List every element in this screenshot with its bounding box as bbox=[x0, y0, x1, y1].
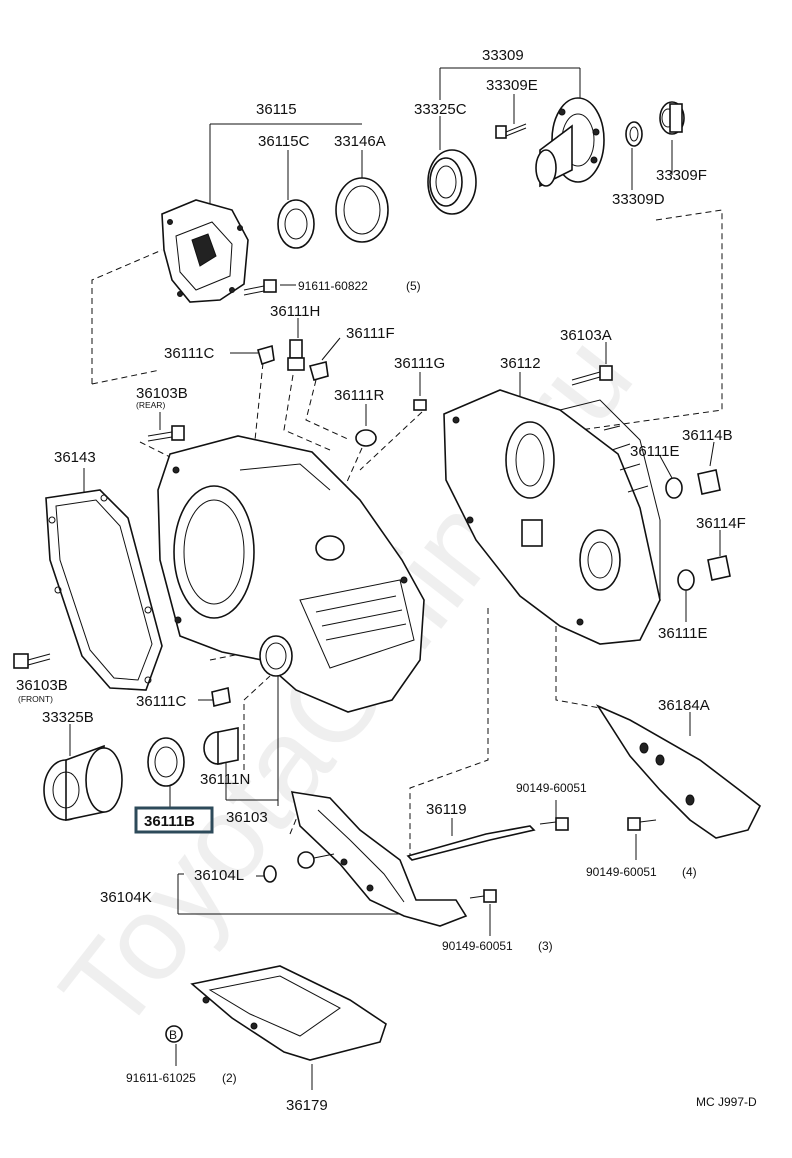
label-36111E-top[interactable]: 36111E bbox=[630, 443, 680, 460]
label-36111B[interactable]: 36111B bbox=[144, 813, 195, 830]
label-91611-61025-qty: (2) bbox=[222, 1071, 237, 1085]
label-90149-60051-c-qty: (3) bbox=[538, 939, 553, 953]
diagram-code: MC J997-D bbox=[696, 1095, 757, 1109]
leader-lines bbox=[69, 67, 721, 1090]
part-36179-under-cover[interactable] bbox=[190, 965, 387, 1061]
circle-b-marker: B bbox=[165, 1025, 183, 1043]
part-36112-case[interactable] bbox=[443, 389, 661, 645]
label-36111C-bottom[interactable]: 36111C bbox=[136, 693, 186, 710]
label-36143[interactable]: 36143 bbox=[54, 449, 96, 466]
label-36115[interactable]: 36115 bbox=[256, 101, 297, 118]
part-33309D-ring[interactable] bbox=[625, 121, 643, 147]
label-36104L[interactable]: 36104L bbox=[194, 867, 244, 884]
part-36184A-shield[interactable] bbox=[595, 704, 762, 839]
label-91611-60822[interactable]: 91611-60822 bbox=[298, 279, 368, 293]
label-90149-60051-c[interactable]: 90149-60051 bbox=[442, 939, 513, 953]
part-36115C-seal[interactable] bbox=[277, 199, 315, 249]
label-33309D[interactable]: 33309D bbox=[612, 191, 665, 208]
part-36111C-plug-top[interactable] bbox=[257, 344, 275, 366]
part-36104L-oring[interactable] bbox=[263, 865, 277, 883]
part-36111E-washer-bottom[interactable] bbox=[677, 569, 695, 591]
label-91611-60822-qty: (5) bbox=[406, 279, 421, 293]
part-36111G-pin[interactable] bbox=[413, 399, 427, 411]
label-36111R[interactable]: 36111R bbox=[334, 387, 384, 404]
label-90149-60051-b[interactable]: 90149-60051 bbox=[586, 865, 657, 879]
part-33325C-seal[interactable] bbox=[427, 149, 477, 215]
label-36103[interactable]: 36103 bbox=[226, 809, 268, 826]
part-36143-gasket[interactable] bbox=[45, 489, 163, 691]
highlight-box-36111B bbox=[134, 806, 214, 834]
part-36111C-plug-bottom[interactable] bbox=[211, 687, 231, 707]
circle-b-letter: B bbox=[169, 1028, 177, 1042]
label-33309E[interactable]: 33309E bbox=[486, 77, 538, 94]
part-36111F-plug[interactable] bbox=[309, 361, 329, 381]
part-36114F-plug[interactable] bbox=[707, 555, 731, 581]
part-36111R-seal[interactable] bbox=[355, 429, 377, 447]
part-33309-flange[interactable] bbox=[535, 97, 605, 188]
label-36104K[interactable]: 36104K bbox=[100, 889, 152, 906]
label-36111C-top[interactable]: 36111C bbox=[164, 345, 214, 362]
part-33309F-nut[interactable] bbox=[659, 101, 685, 135]
label-33146A[interactable]: 33146A bbox=[334, 133, 386, 150]
label-33325B[interactable]: 33325B bbox=[42, 709, 94, 726]
part-36103B-front-bolt[interactable] bbox=[13, 653, 51, 669]
label-36184A[interactable]: 36184A bbox=[658, 697, 710, 714]
part-36103A-bolt[interactable] bbox=[571, 365, 613, 386]
part-36103B-rear-bolt[interactable] bbox=[147, 425, 185, 442]
part-33325B-sleeve[interactable] bbox=[43, 744, 123, 821]
part-36115-cover[interactable] bbox=[161, 199, 249, 303]
label-36115C[interactable]: 36115C bbox=[258, 133, 310, 150]
label-90149-60051-a[interactable]: 90149-60051 bbox=[516, 781, 587, 795]
label-36111E-bottom[interactable]: 36111E bbox=[658, 625, 708, 642]
label-36111G[interactable]: 36111G bbox=[394, 355, 445, 372]
part-90149-60051-screw-a[interactable] bbox=[539, 817, 569, 831]
label-33309[interactable]: 33309 bbox=[482, 47, 524, 64]
label-rear-note: (REAR) bbox=[136, 400, 165, 410]
part-36104-bolt[interactable] bbox=[297, 851, 335, 869]
label-front-note: (FRONT) bbox=[18, 694, 53, 704]
label-36179[interactable]: 36179 bbox=[286, 1097, 328, 1114]
label-33309F[interactable]: 33309F bbox=[656, 167, 707, 184]
part-36103-transaxle-case[interactable] bbox=[157, 435, 425, 713]
part-90149-60051-screw-c[interactable] bbox=[469, 889, 497, 903]
part-91611-60822-bolt[interactable] bbox=[243, 279, 277, 296]
part-labels: 33309 33309E 33325C 33309F 33309D 36115 … bbox=[16, 47, 757, 1114]
label-91611-61025[interactable]: 91611-61025 bbox=[126, 1071, 196, 1085]
label-90149-60051-b-qty: (4) bbox=[682, 865, 697, 879]
label-33325C[interactable]: 33325C bbox=[414, 101, 467, 118]
part-36114B-plug[interactable] bbox=[697, 469, 721, 495]
label-36111H[interactable]: 36111H bbox=[270, 303, 320, 320]
part-36111N-bushing[interactable] bbox=[203, 727, 239, 765]
part-36119-strip[interactable] bbox=[406, 825, 536, 861]
part-36104K-cover[interactable] bbox=[290, 791, 468, 927]
label-36114B[interactable]: 36114B bbox=[682, 427, 733, 444]
part-36111H-breather[interactable] bbox=[287, 339, 305, 371]
part-33309E-bolt[interactable] bbox=[495, 123, 527, 139]
label-36119[interactable]: 36119 bbox=[426, 801, 467, 818]
label-36103A[interactable]: 36103A bbox=[560, 327, 612, 344]
label-36111N[interactable]: 36111N bbox=[200, 771, 250, 788]
part-36111B-seal[interactable] bbox=[147, 737, 185, 787]
part-36111E-washer-top[interactable] bbox=[665, 477, 683, 499]
label-36112[interactable]: 36112 bbox=[500, 355, 541, 372]
part-33146A-bushing[interactable] bbox=[335, 177, 389, 243]
label-36111F[interactable]: 36111F bbox=[346, 325, 395, 342]
part-90149-60051-screw-b[interactable] bbox=[627, 817, 657, 831]
label-36103B-rear[interactable]: 36103B bbox=[136, 385, 188, 402]
label-36103B-front[interactable]: 36103B bbox=[16, 677, 68, 694]
label-36114F[interactable]: 36114F bbox=[696, 515, 746, 532]
